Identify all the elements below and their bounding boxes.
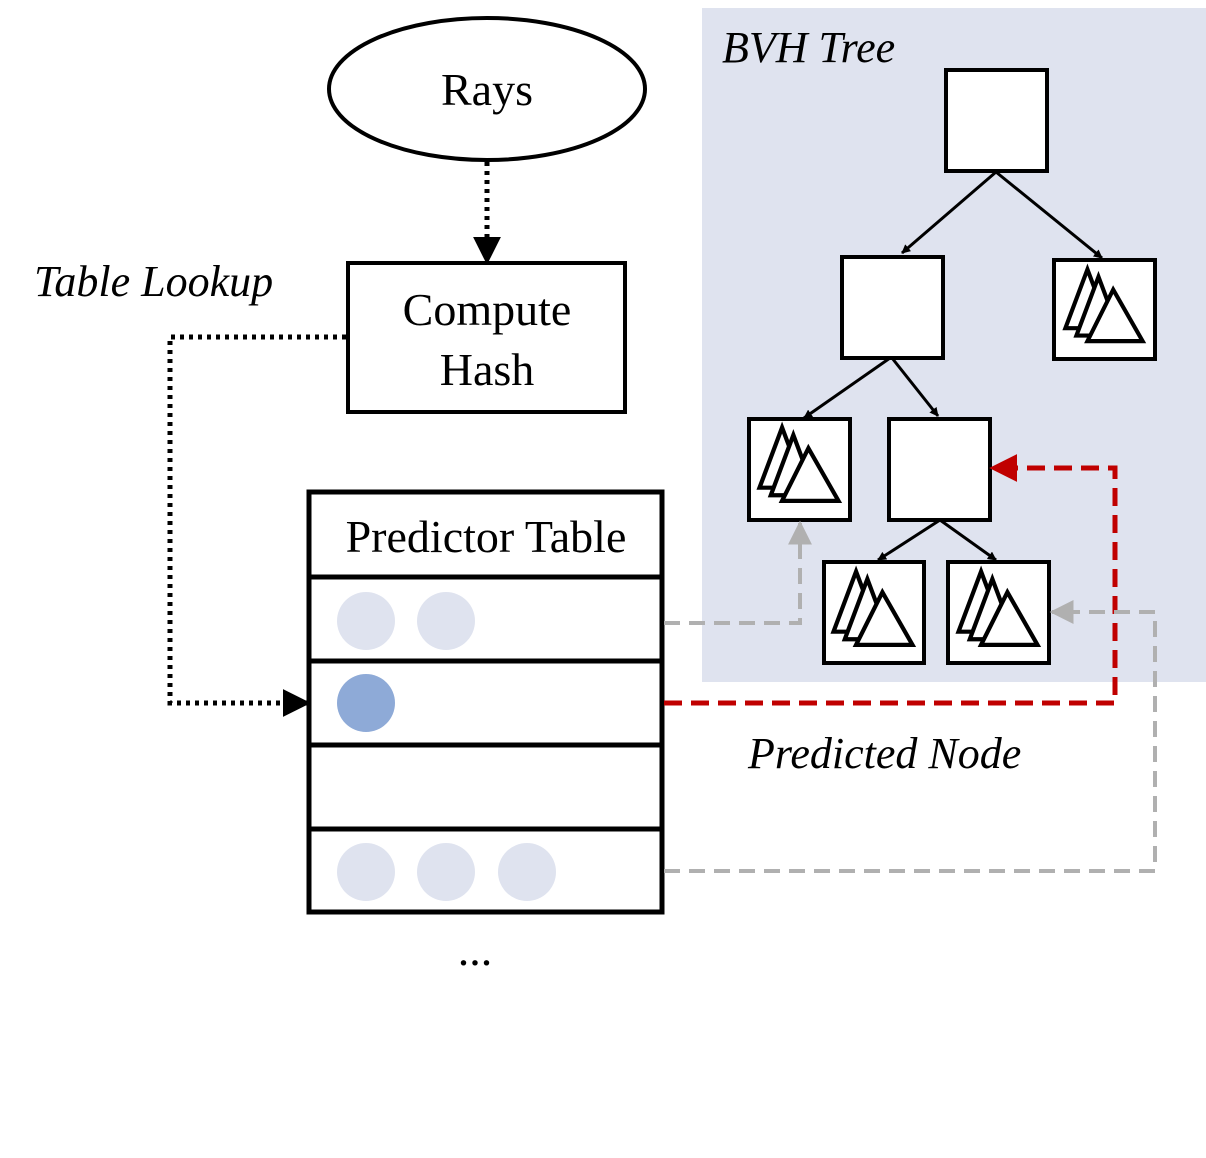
bvh-leaf-node-left xyxy=(747,417,852,522)
entry-dot xyxy=(498,843,556,901)
entry-dot xyxy=(417,843,475,901)
predictor-row-2 xyxy=(337,674,395,732)
row4-to-leaf-arrow xyxy=(664,600,1157,873)
entry-dot xyxy=(417,592,475,650)
predictor-row-4 xyxy=(337,843,556,901)
bvh-leaf-node-bottom-right xyxy=(946,560,1051,665)
entry-dot-highlighted xyxy=(337,674,395,732)
compute-hash-label-line2: Hash xyxy=(440,344,535,395)
row1-to-leaf-arrow xyxy=(664,520,812,625)
predictor-row-1 xyxy=(337,592,475,650)
predictor-table-title: Predictor Table xyxy=(346,511,627,562)
bvh-internal-node-predicted xyxy=(887,417,992,522)
bvh-tree-edges xyxy=(803,170,1103,562)
rays-label: Rays xyxy=(441,64,533,115)
bvh-leaf-node-bottom-left xyxy=(822,560,926,665)
bvh-internal-node-left xyxy=(840,255,945,360)
table-continuation-ellipsis: ... xyxy=(458,924,493,975)
entry-dot xyxy=(337,843,395,901)
rays-node xyxy=(327,16,647,162)
predicted-node-label: Predicted Node xyxy=(747,729,1021,778)
bvh-tree-label: BVH Tree xyxy=(722,23,895,72)
compute-hash-label-line1: Compute xyxy=(403,284,572,335)
table-lookup-label: Table Lookup xyxy=(34,257,273,306)
compute-hash-node xyxy=(346,261,627,414)
bvh-leaf-node-right xyxy=(1052,258,1157,361)
bvh-root-node xyxy=(944,68,1049,173)
entry-dot xyxy=(337,592,395,650)
predicted-node-arrow xyxy=(664,454,1118,706)
